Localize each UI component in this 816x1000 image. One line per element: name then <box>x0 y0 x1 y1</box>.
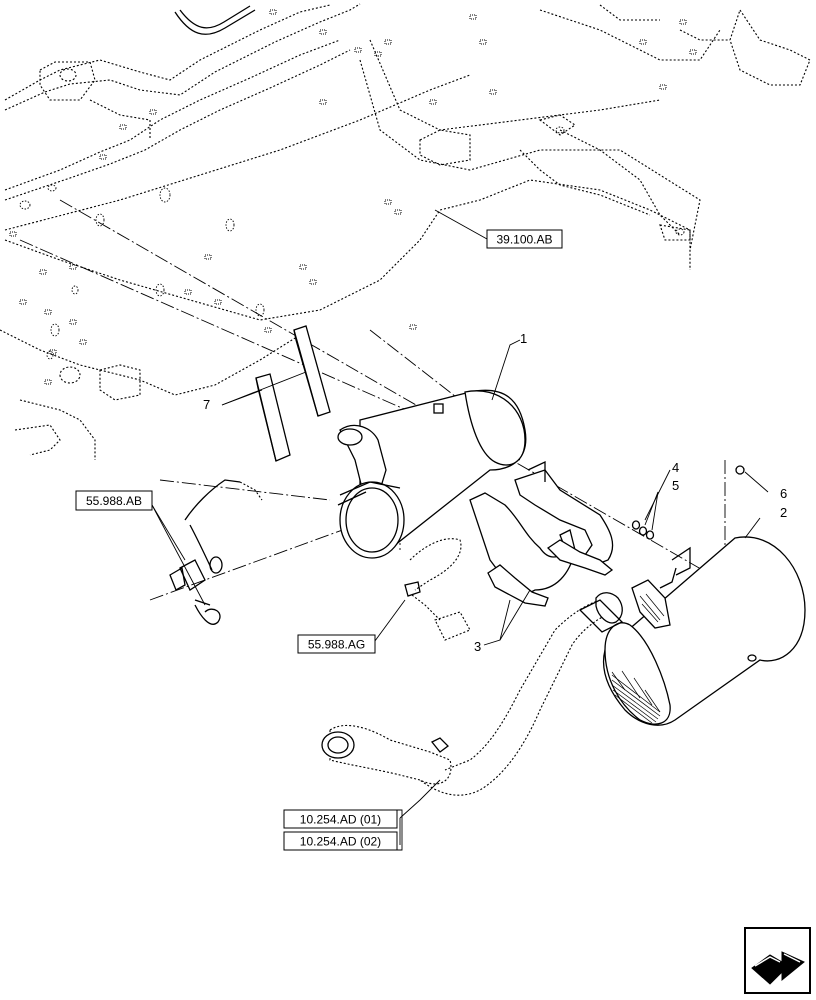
callout-7: 7 <box>203 397 210 412</box>
fasteners <box>631 465 745 540</box>
callout-4: 4 <box>672 460 679 475</box>
ref-55-988-ag-label: 55.988.AG <box>308 638 365 652</box>
harness-ab <box>169 479 263 625</box>
callout-6: 6 <box>780 486 787 501</box>
mounting-straps <box>255 325 331 462</box>
leader-lines <box>151 209 769 845</box>
ref-bracket <box>397 809 403 851</box>
frame-holes <box>19 126 685 360</box>
muffler-canister <box>337 389 527 559</box>
bracket-clamps <box>469 460 614 607</box>
callout-1: 1 <box>520 331 527 346</box>
ref-10-254-ad-02[interactable]: 10.254.AD (02) <box>283 831 398 851</box>
silencer-box <box>602 536 806 726</box>
silencer-grille <box>611 670 661 724</box>
next-page-arrow-icon[interactable] <box>744 927 811 994</box>
harness-ag <box>404 538 471 641</box>
ref-55-988-ag[interactable]: 55.988.AG <box>297 634 376 654</box>
ref-55-988-ab-label: 55.988.AB <box>86 494 142 508</box>
callout-5: 5 <box>672 478 679 493</box>
ref-10-254-ad-01[interactable]: 10.254.AD (01) <box>283 809 398 829</box>
ref-39-100-ab[interactable]: 39.100.AB <box>486 229 563 249</box>
ref-55-988-ab[interactable]: 55.988.AB <box>75 490 153 511</box>
ref-39-100-ab-label: 39.100.AB <box>496 233 552 247</box>
ref-10-254-ad-01-label: 10.254.AD (01) <box>300 813 381 827</box>
chassis-frame <box>0 3 811 460</box>
callout-3: 3 <box>474 639 481 654</box>
frame-bolts <box>9 9 697 385</box>
ref-10-254-ad-02-label: 10.254.AD (02) <box>300 835 381 849</box>
callout-2: 2 <box>780 505 787 520</box>
exhaust-pipe <box>321 592 624 796</box>
